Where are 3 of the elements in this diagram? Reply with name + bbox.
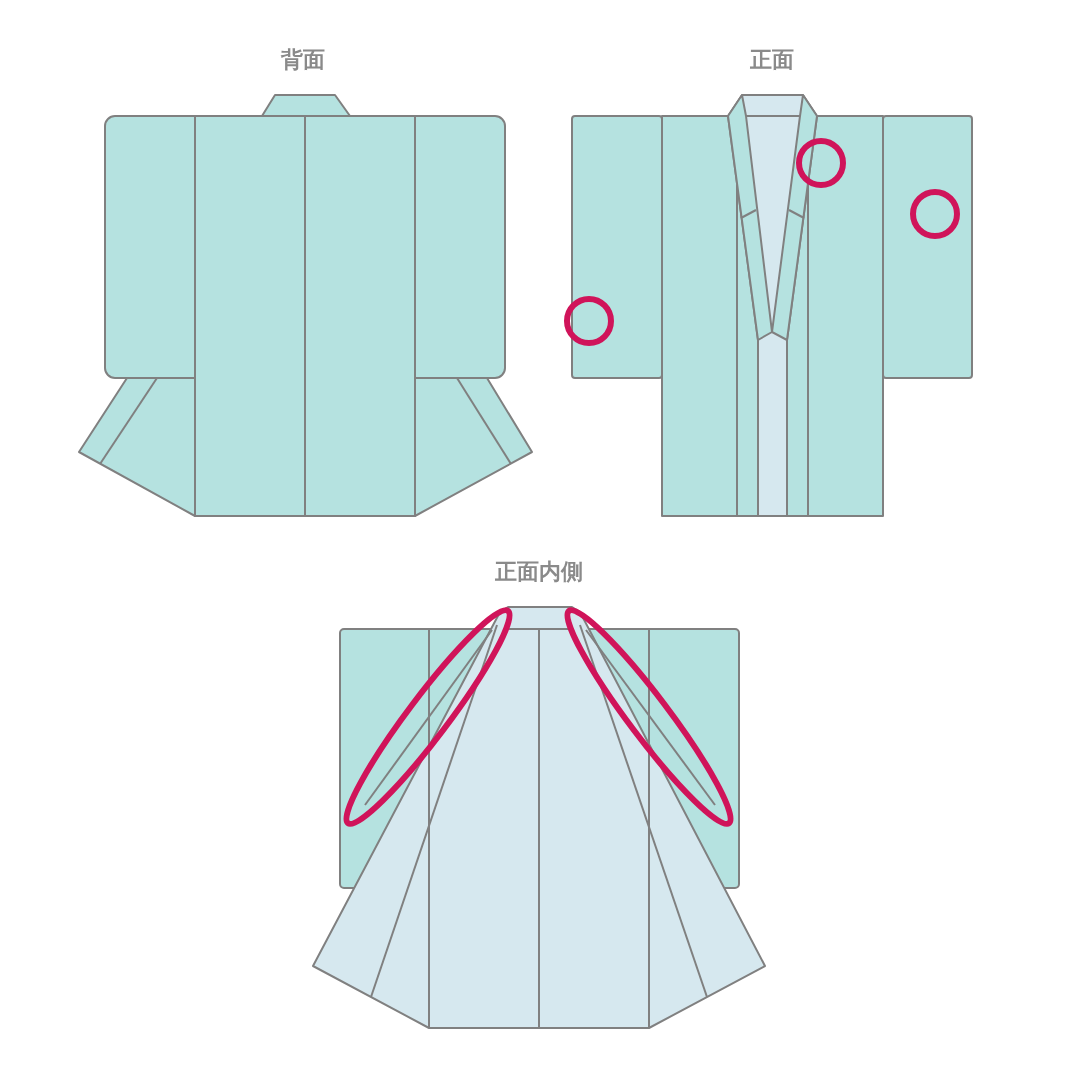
view-title: 正面内側 (495, 558, 583, 586)
view-title: 背面 (281, 46, 325, 74)
view-title: 正面 (750, 46, 794, 74)
